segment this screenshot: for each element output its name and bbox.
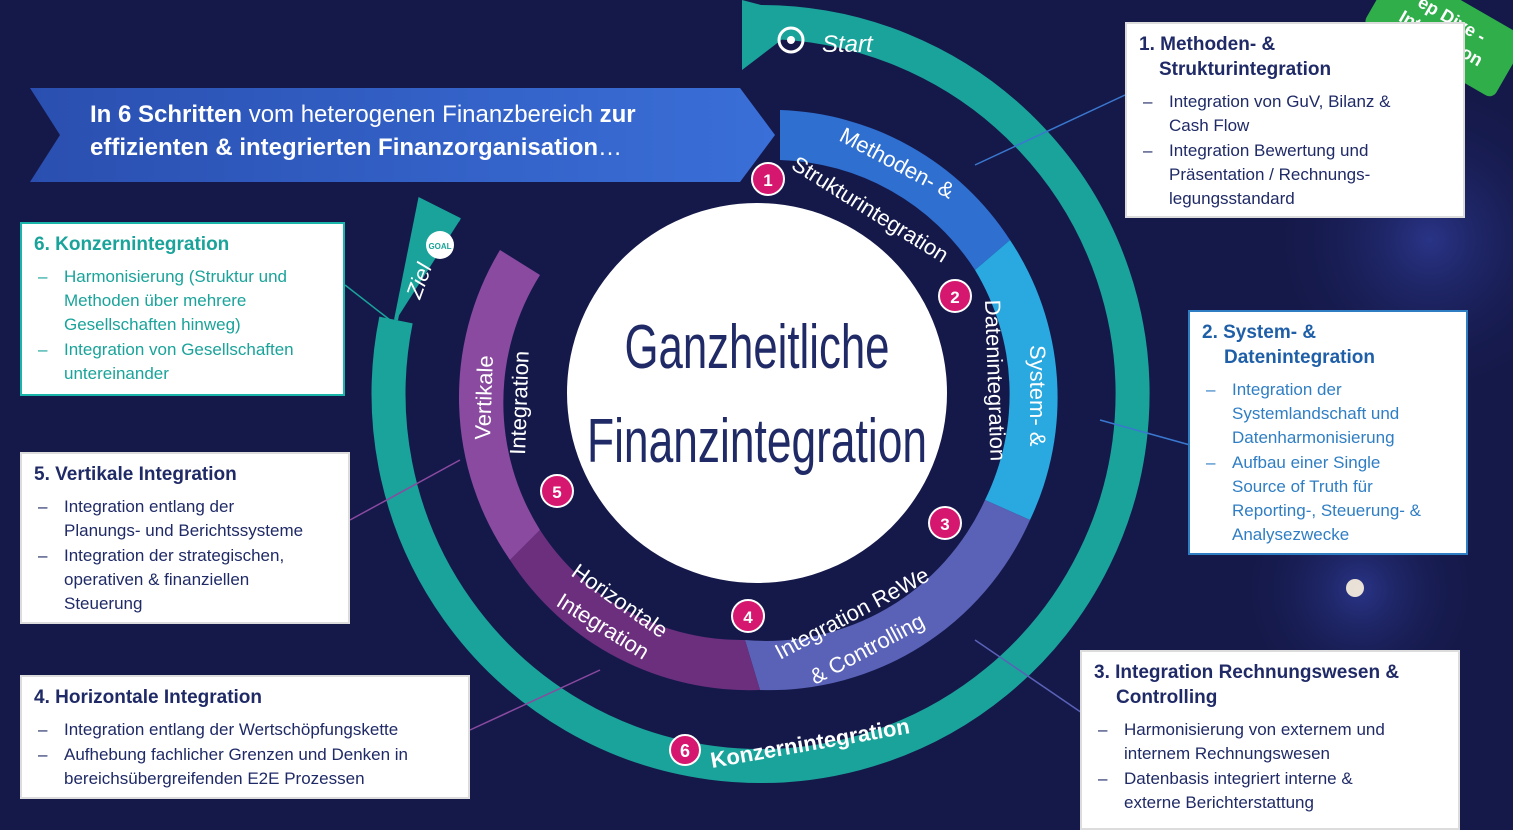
card-4-horizontale-integration: 4. Horizontale Integration Integration e… xyxy=(20,675,470,799)
card-2-title-line2: Datenintegration xyxy=(1224,347,1375,368)
connector-line-5 xyxy=(349,459,461,521)
number-badge-3: 3 xyxy=(928,506,962,540)
connector-line-6 xyxy=(344,284,391,321)
segment-4 xyxy=(510,530,760,691)
center-circle xyxy=(567,203,947,583)
card-4-item-2: Aufhebung fachlicher Grenzen und Denken … xyxy=(34,743,458,791)
banner-line1-regular: vom heterogenen Finanzbereich xyxy=(242,101,600,128)
segment-5 xyxy=(458,250,540,560)
card-1-title-line1: 1. Methoden- & xyxy=(1139,34,1276,55)
card-5-vertikale-integration: 5. Vertikale Integration Integration ent… xyxy=(20,452,350,624)
segment-2 xyxy=(975,240,1058,520)
banner-arrow xyxy=(30,88,775,182)
center-title-line1: Ganzheitliche xyxy=(625,313,890,382)
goal-icon xyxy=(426,231,454,259)
target-icon xyxy=(777,26,805,54)
card-3-item-2: Datenbasis integriert interne &externe B… xyxy=(1094,767,1448,815)
start-arrowhead xyxy=(742,0,810,70)
bg-light xyxy=(1346,579,1364,597)
card-2-system-datenintegration: 2. System- & Datenintegration Integration… xyxy=(1188,310,1468,555)
card-1-title-line2: Strukturintegration xyxy=(1159,59,1332,80)
segment-5-line2: Integration xyxy=(505,350,534,455)
card-3-title: 3. Integration Rechnungswesen & Controlli… xyxy=(1094,660,1448,710)
card-5-title: 5. Vertikale Integration xyxy=(34,464,237,485)
center-title-line2: Finanzintegration xyxy=(587,407,927,476)
goal-icon-text: GOAL xyxy=(428,242,451,251)
svg-text:5: 5 xyxy=(552,483,561,502)
card-3-title-line1: 3. Integration Rechnungswesen & xyxy=(1094,662,1400,683)
outer-ring-konzernintegration xyxy=(371,5,1150,783)
svg-text:2: 2 xyxy=(950,288,959,307)
svg-text:1: 1 xyxy=(763,171,772,190)
connector-line-1 xyxy=(974,94,1126,166)
number-badge-2: 2 xyxy=(938,279,972,313)
svg-text:4: 4 xyxy=(743,608,753,627)
card-4-title: 4. Horizontale Integration xyxy=(34,687,263,708)
card-1-item-1: Integration von GuV, Bilanz &Cash Flow xyxy=(1139,90,1453,138)
segment-2-line1: System- & xyxy=(1025,345,1050,447)
segment-3 xyxy=(745,500,1030,691)
card-3-item-1: Harmonisierung von externem undinternem … xyxy=(1094,718,1448,766)
card-5-item-2: Integration der strategischen,operativen… xyxy=(34,544,338,616)
card-6-konzernintegration: 6. Konzernintegration Harmonisierung (St… xyxy=(20,222,345,396)
card-6-title: 6. Konzernintegration xyxy=(34,234,230,255)
card-2-title-line1: 2. System- & xyxy=(1202,322,1317,343)
banner-line1-bold: In 6 Schritten xyxy=(90,101,243,128)
number-badge-1: 1 xyxy=(751,162,785,196)
banner-line1-bold2: zur xyxy=(599,101,636,128)
segment-2-line2: Datenintegration xyxy=(980,299,1011,461)
card-3-title-line2: Controlling xyxy=(1116,687,1218,708)
number-badge-4: 4 xyxy=(731,599,765,633)
segment-5-line1: Vertikale xyxy=(470,355,498,440)
banner-line2-suffix: … xyxy=(598,134,623,161)
svg-text:3: 3 xyxy=(940,515,949,534)
card-3-integration-rechnungswesen-controlling: 3. Integration Rechnungswesen & Controlli… xyxy=(1080,650,1460,830)
connector-line-2 xyxy=(1099,419,1191,446)
number-badge-5: 5 xyxy=(540,474,574,508)
connector-line-4 xyxy=(469,669,601,731)
step-6-number-badge xyxy=(669,734,701,766)
card-1-methoden-strukturintegration: 1. Methoden- & Strukturintegration Integr… xyxy=(1125,22,1465,218)
start-label: Start xyxy=(822,31,874,58)
step-6-number: 6 xyxy=(680,741,690,761)
card-4-item-1: Integration entlang der Wertschöpfungske… xyxy=(34,718,458,742)
target-icon-center xyxy=(787,36,795,44)
segment-1 xyxy=(780,110,1010,270)
banner-text: In 6 Schritten vom heterogenen Finanzber… xyxy=(90,98,730,164)
banner-line2: effizienten & integrierten Finanzorganis… xyxy=(90,131,730,164)
connector-line-3 xyxy=(974,639,1086,716)
card-6-item-2: Integration von Gesellschaftenuntereinan… xyxy=(34,338,333,386)
banner-line1: In 6 Schritten vom heterogenen Finanzber… xyxy=(90,98,730,131)
card-1-title: 1. Methoden- & Strukturintegration xyxy=(1139,32,1453,82)
banner-line2-bold: effizienten & integrierten Finanzorganis… xyxy=(90,134,599,161)
ziel-ring-end xyxy=(394,197,461,321)
card-2-title: 2. System- & Datenintegration xyxy=(1202,320,1456,370)
